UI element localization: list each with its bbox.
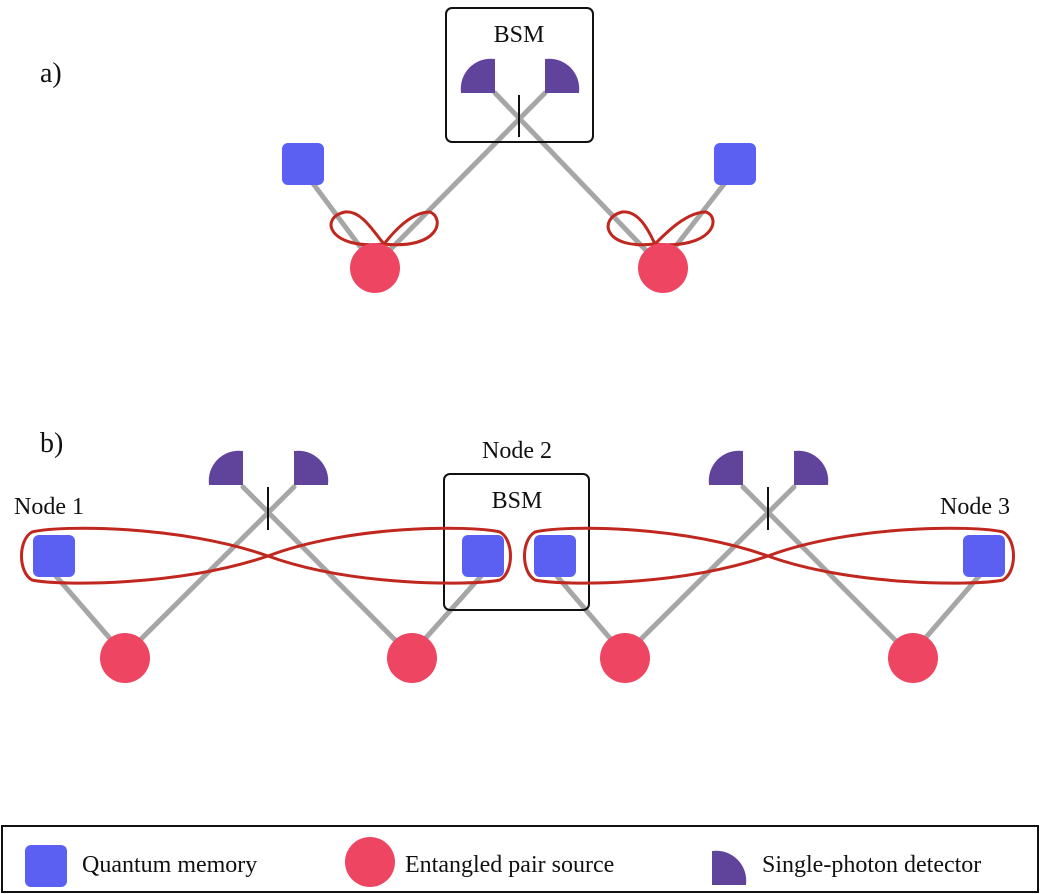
entanglement-loop [523, 526, 1015, 585]
fiber [553, 572, 623, 653]
legend-label-detector: Single-photon detector [762, 852, 981, 878]
legend-label-memory: Quantum memory [82, 852, 257, 878]
quantum-memory-icon [25, 845, 67, 887]
detector-icon [695, 842, 755, 894]
legend-box [1, 825, 1039, 893]
legend: Quantum memory Entangled pair source Sin… [1, 825, 1039, 894]
fiber [372, 90, 548, 268]
quantum-memory-icon [282, 143, 324, 185]
legend-label-source: Entangled pair source [405, 852, 614, 878]
bsm-box [443, 473, 590, 611]
entangled-source-icon [387, 633, 437, 683]
entanglement-loop [20, 526, 512, 585]
entanglement-loop [329, 210, 439, 247]
fiber [492, 90, 663, 268]
entangled-source-icon [100, 633, 150, 683]
entangled-source-icon [600, 633, 650, 683]
quantum-memory-icon [963, 535, 1005, 577]
panel-b-label: b) [40, 428, 63, 459]
quantum-memory-icon [534, 535, 576, 577]
bsm-label: BSM [492, 488, 543, 514]
panel-a-label: a) [40, 58, 62, 89]
node2-label: Node 2 [482, 438, 552, 464]
node1-label: Node 1 [14, 494, 84, 520]
entangled-source-icon [350, 243, 400, 293]
entangled-source-icon [888, 633, 938, 683]
panel-a: a) BSM [40, 7, 756, 293]
quantum-memory-icon [462, 535, 504, 577]
bsm-box [445, 7, 594, 143]
node3-label: Node 3 [940, 494, 1010, 520]
entanglement-loop [606, 210, 715, 247]
quantum-memory-icon [33, 535, 75, 577]
panel-b: b) Node 1 Node 2 Node 3 BSM [14, 428, 1015, 683]
fiber [52, 572, 123, 653]
entangled-source-icon [638, 243, 688, 293]
bsm-label: BSM [494, 22, 545, 48]
quantum-memory-icon [714, 143, 756, 185]
entangled-source-icon [345, 837, 395, 887]
